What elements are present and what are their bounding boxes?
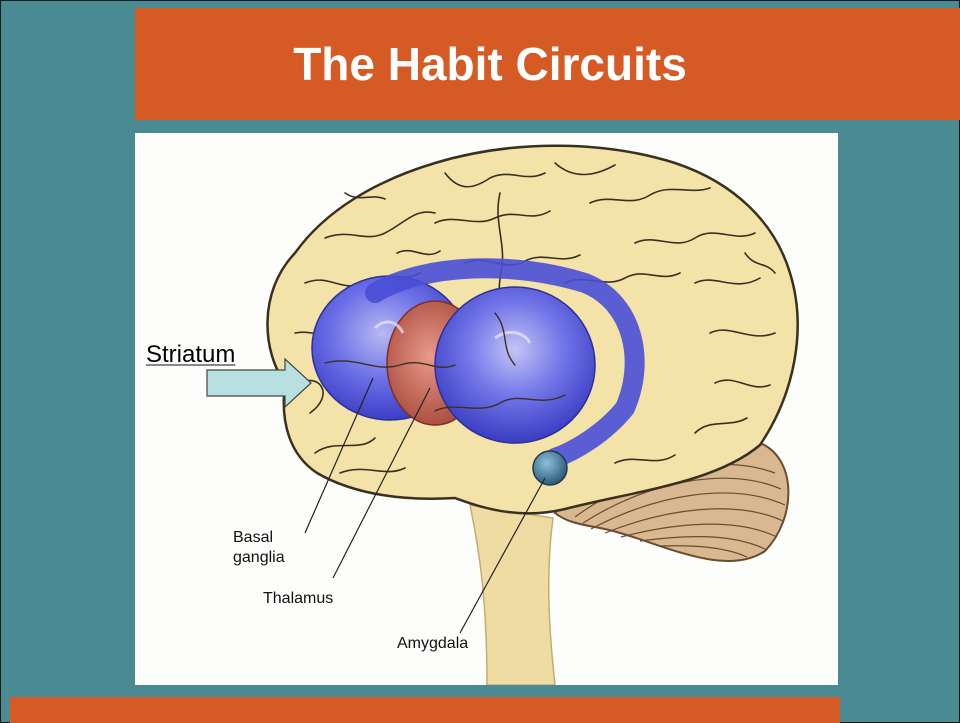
footer-bar	[10, 697, 840, 723]
slide-title: The Habit Circuits	[135, 8, 845, 120]
label-thalamus: Thalamus	[263, 589, 333, 609]
striatum-callout: Striatum	[146, 341, 235, 369]
label-basal-line2: ganglia	[233, 548, 285, 568]
label-basal-line1: Basal	[233, 528, 273, 548]
brain-diagram	[135, 133, 838, 685]
title-bar: The Habit Circuits	[135, 8, 960, 120]
brainstem	[470, 505, 555, 685]
amygdala	[533, 451, 567, 485]
brain-diagram-panel: Basal ganglia Thalamus Amygdala	[135, 133, 838, 685]
label-amygdala: Amygdala	[397, 634, 468, 654]
